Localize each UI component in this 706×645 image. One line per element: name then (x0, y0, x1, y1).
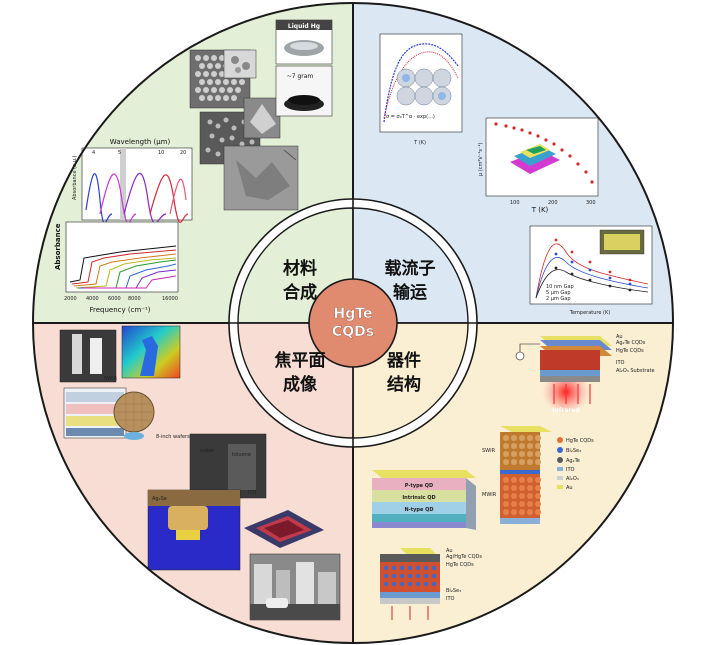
gram-label: ~7 gram (287, 73, 314, 80)
absorbance-frequency-plot: Absorbance Frequency (cm⁻¹) 2000 4000 60… (54, 221, 179, 314)
materials-synthesis-images: Liquid Hg ~7 gram Wavelength (μm) 4 5 10… (54, 19, 333, 314)
infrared-label: Infrared (552, 407, 579, 414)
freq-tick-8000: 8000 (128, 296, 141, 302)
mwir-label: MWIR (482, 492, 497, 498)
ito-image-label: ITO (248, 490, 257, 496)
p-type-qd-label: P-type QD (405, 483, 433, 489)
mobility-tick-200: 200 (548, 200, 558, 206)
absorbance-au-ylabel: Absorbance (a.u.) (72, 156, 78, 200)
pin-qd-stack: P-type QD Intrinsic QD N-type QD (372, 470, 476, 530)
device-structure-images: Au Ag₂Te CQDs HgTe CQDs ITO Al₂O₃ Substr… (372, 334, 655, 620)
wavelength-tick-4: 4 (92, 150, 95, 156)
legend-al2o3: Al₂O₃ (566, 476, 579, 482)
swir-image-label: SWIR (104, 376, 118, 382)
quadrant-labels: 材料 合成 载流子 输运 器件 结构 焦平面 成像 HgTe CQDs (274, 258, 436, 395)
layer-ito: ITO (616, 360, 625, 366)
fpa-chip-image (244, 510, 324, 548)
wavelength-tick-20: 20 (180, 150, 186, 156)
tem-image-4 (243, 97, 281, 139)
freq-tick-4000: 4000 (86, 296, 99, 302)
label-transport-line1: 载流子 (385, 258, 436, 279)
bottom-layer-bi2se3: Bi₂Se₃ (446, 588, 461, 594)
legend-ito: ITO (566, 467, 575, 473)
wavelength-tick-5: 5 (118, 150, 121, 156)
legend-10nm-gap: 10 nm Gap (546, 284, 574, 290)
legend-hgte: HgTe CQDs (566, 438, 594, 444)
toluene-label: toluene (232, 452, 251, 458)
legend-au: Au (566, 485, 573, 491)
water-label: water (200, 448, 215, 454)
liquid-hg-photo: Liquid Hg (275, 19, 333, 65)
label-materials-line2: 合成 (283, 282, 317, 303)
legend-2um-gap: 2 μm Gap (546, 296, 571, 302)
bottom-device-stack: Au Ag/HgTe CQDs HgTe CQDs Bi₂Se₃ ITO (380, 548, 482, 620)
conductivity-temperature-plot: σ = σ₀T^α · exp(...) T (K) (379, 33, 463, 146)
frequency-xlabel: Frequency (cm⁻¹) (89, 306, 150, 314)
material-legend: HgTe CQDs Bi₂Se₃ Ag₂Te ITO Al₂O₃ Au (557, 437, 594, 491)
solvent-vial-image: water toluene ITO (189, 433, 267, 499)
swir-label: SWIR (482, 448, 496, 454)
absorbance-ylabel: Absorbance (54, 223, 62, 270)
hg-powder-photo: ~7 gram (275, 65, 333, 117)
n-type-qd-label: N-type QD (404, 507, 433, 513)
bottom-layer-hgte: HgTe CQDs (446, 562, 474, 568)
diagram-structure (32, 2, 674, 644)
label-imaging-line1: 焦平面 (274, 350, 326, 371)
mobility-tick-100: 100 (510, 200, 520, 206)
thermal-street-image (249, 553, 341, 621)
liquid-hg-label: Liquid Hg (288, 23, 320, 30)
tem-image-5 (223, 145, 299, 211)
tem-image-2 (223, 49, 257, 79)
temperature-xlabel: Temperature (K) (569, 310, 610, 316)
tem-image-1 (189, 49, 251, 109)
wafer-image: 8-inch wafers (113, 391, 190, 440)
legend-ag2te: Ag₂Te (566, 458, 580, 464)
absorbance-wavelength-plot: Wavelength (μm) 4 5 10 20 Absorbance (a.… (72, 138, 193, 224)
gap-transport-plot: 10 nm Gap 5 μm Gap 2 μm Gap Temperature … (529, 225, 653, 316)
conductivity-formula: σ = σ₀T^α · exp(...) (386, 114, 435, 120)
layer-hgte: HgTe CQDs (616, 348, 644, 354)
dual-band-stack: SWIR MWIR (482, 426, 552, 524)
conductivity-xlabel: T (K) (413, 140, 426, 146)
wavelength-axis-label: Wavelength (μm) (110, 138, 171, 146)
readout-circuit-image: Ag₂Se (147, 489, 241, 571)
infrared-device-stack: Au Ag₂Te CQDs HgTe CQDs ITO Al₂O₃ Substr… (515, 334, 655, 414)
layer-ag2te: Ag₂Te CQDs (616, 340, 646, 346)
legend-5um-gap: 5 μm Gap (546, 290, 571, 296)
mobility-temperature-plot: μ (cm²V⁻¹s⁻¹) T (K) 100 200 300 (478, 117, 599, 214)
center-label-line2: CQDs (332, 324, 374, 340)
freq-tick-2000: 2000 (64, 296, 77, 302)
ag2se-label: Ag₂Se (152, 496, 167, 502)
mobility-xlabel: T (K) (531, 206, 549, 214)
carrier-transport-images: σ = σ₀T^α · exp(...) T (K) μ (cm²V⁻¹s⁻¹)… (379, 33, 653, 316)
wavelength-tick-10: 10 (158, 150, 164, 156)
center-label-line1: HgTe (334, 306, 373, 322)
freq-tick-6000: 6000 (108, 296, 121, 302)
label-materials-line1: 材料 (283, 258, 317, 279)
layer-substrate: Al₂O₃ Substrate (616, 368, 655, 374)
intrinsic-qd-label: Intrinsic QD (402, 495, 435, 501)
label-device-line2: 结构 (387, 374, 421, 395)
legend-bi2se3: Bi₂Se₃ (566, 448, 581, 454)
focal-plane-imaging-images: SWIR 8-inch wafers water toluene (59, 325, 341, 621)
wafer-label: 8-inch wafers (156, 434, 190, 440)
label-imaging-line2: 成像 (283, 374, 318, 395)
center-circle (308, 278, 398, 368)
bottom-layer-ag-hgte: Ag/HgTe CQDs (446, 554, 482, 560)
bottom-layer-ito: ITO (446, 596, 455, 602)
mobility-ylabel: μ (cm²V⁻¹s⁻¹) (478, 142, 484, 176)
thermal-plant-image (121, 325, 181, 379)
mobility-tick-300: 300 (586, 200, 596, 206)
freq-tick-16000: 16000 (162, 296, 178, 302)
label-device-line1: 器件 (386, 350, 421, 371)
layer-au: Au (616, 334, 623, 340)
label-transport-line2: 输运 (393, 282, 427, 303)
bottom-layer-au: Au (446, 548, 453, 554)
swir-image: SWIR (59, 329, 118, 383)
